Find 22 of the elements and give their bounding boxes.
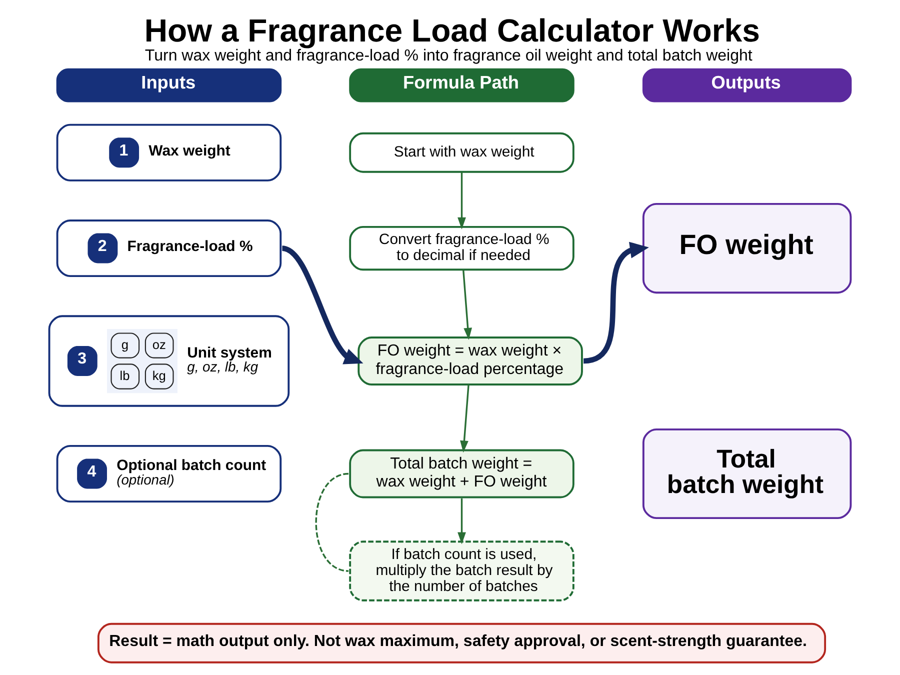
node-box: Formula Path [349, 68, 574, 102]
node-box: Inputs [56, 68, 282, 102]
connector [315, 472, 349, 572]
node-box: 3 g oz lb kg Unit system g, oz, lb, kg [48, 315, 290, 407]
arrow [462, 270, 472, 340]
node-box: FO weight [642, 202, 852, 294]
arrow [458, 172, 466, 230]
node-box: Result = math output only. Not wax maximum, safety approval, or scent-strength guarantee. [97, 622, 826, 664]
node-box: Total batch weight = wax weight + FO weight [349, 449, 574, 498]
node-box: Total batch weight [642, 428, 852, 520]
node-box: 4 Optional batch count (optional) [56, 445, 282, 502]
node-box: 2 Fragrance-load % [56, 220, 282, 278]
diagram-title: How a Fragrance Load Calculator Works [144, 12, 760, 48]
node-box: If batch count is used, multiply the batch result by the number of batches [349, 540, 574, 602]
arrow [458, 498, 466, 544]
node-box: Start with wax weight [349, 132, 574, 173]
node-box: Outputs [642, 68, 852, 102]
node-box: FO weight = wax weight × fragrance-load percentage [358, 336, 583, 386]
node-box: Convert fragrance-load % to decimal if needed [349, 226, 574, 271]
node-box: 1 Wax weight [56, 124, 282, 182]
arrow [282, 246, 364, 364]
arrow [460, 384, 470, 453]
